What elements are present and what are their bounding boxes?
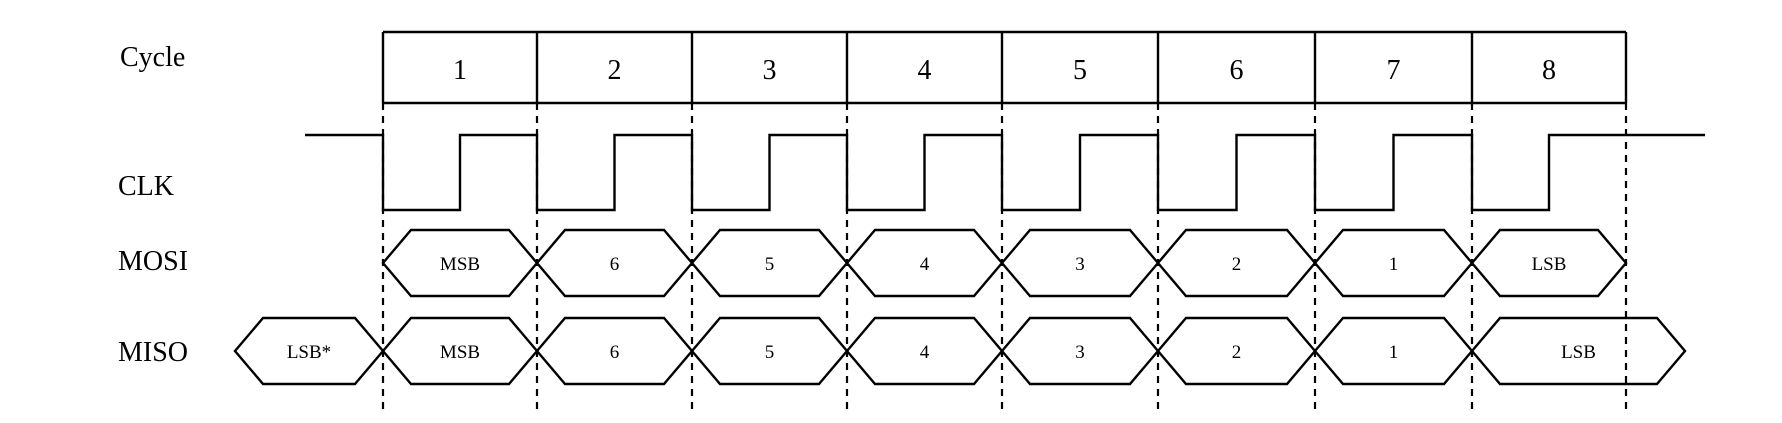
mosi-bit-label: 1 xyxy=(1389,254,1399,275)
mosi-bit-label: 5 xyxy=(765,254,775,275)
miso-bit-label: 5 xyxy=(765,342,775,363)
mosi-bit-label: LSB xyxy=(1532,254,1567,275)
cycle-number: 4 xyxy=(918,55,932,86)
miso-pre-bit-label: LSB* xyxy=(287,342,331,363)
mosi-row: MSB 6 5 4 3 2 1 LSB xyxy=(381,228,1628,298)
cycle-boundary-lines xyxy=(381,103,1628,410)
mosi-label: MOSI xyxy=(118,246,188,277)
miso-bit-label: MSB xyxy=(440,342,480,363)
cycle-label: Cycle xyxy=(120,42,185,73)
mosi-bit-label: 3 xyxy=(1075,254,1085,275)
miso-bit-label: 3 xyxy=(1075,342,1085,363)
cycle-number: 5 xyxy=(1073,55,1087,86)
cycle-number: 1 xyxy=(453,55,467,86)
cycle-number: 8 xyxy=(1542,55,1556,86)
clk-waveform xyxy=(305,133,1705,212)
clk-label: CLK xyxy=(118,171,174,202)
mosi-bit-label: 6 xyxy=(610,254,620,275)
cycle-number: 7 xyxy=(1387,55,1401,86)
mosi-bit-label: 4 xyxy=(920,254,930,275)
miso-bit-label: 6 xyxy=(610,342,620,363)
mosi-bit-label: 2 xyxy=(1232,254,1242,275)
cycle-number: 2 xyxy=(608,55,622,86)
miso-bit-label: LSB xyxy=(1561,342,1596,363)
mosi-bit-label: MSB xyxy=(440,254,480,275)
miso-bit-label: 1 xyxy=(1389,342,1399,363)
cycle-number: 3 xyxy=(763,55,777,86)
miso-label: MISO xyxy=(118,337,188,368)
miso-bit-label: 2 xyxy=(1232,342,1242,363)
cycle-number: 6 xyxy=(1230,55,1244,86)
miso-bit-cell xyxy=(1470,316,1687,386)
cycle-row: 1 2 3 4 5 6 7 8 xyxy=(381,30,1628,105)
clk-row xyxy=(305,133,1705,212)
miso-bit-label: 4 xyxy=(920,342,930,363)
miso-row: LSB* MSB 6 5 4 3 2 1 LSB xyxy=(233,316,1687,386)
